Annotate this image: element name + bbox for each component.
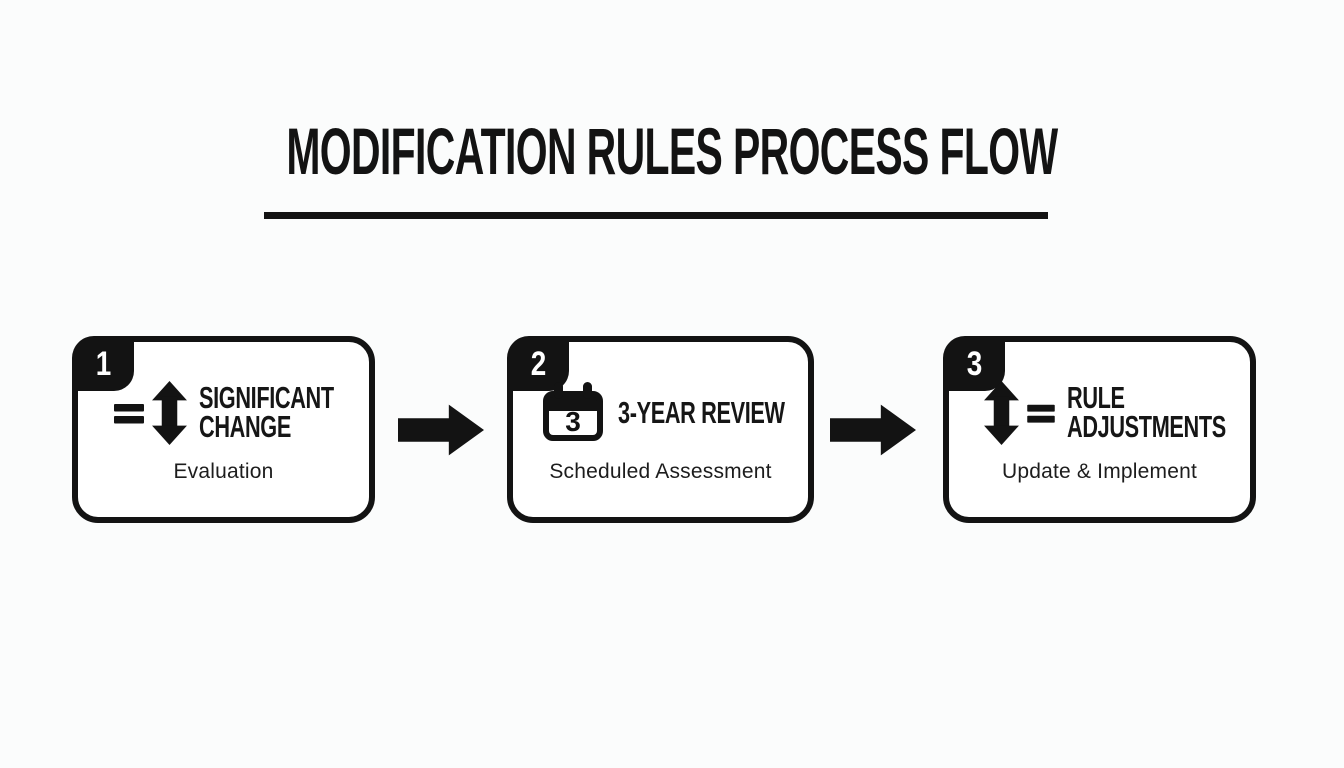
- step-card-3-year-review: 2 3 3-YEAR REVIEW: [507, 336, 814, 523]
- step-number: 1: [95, 344, 111, 383]
- updown-arrow-icon: [984, 381, 1019, 445]
- step-card-body: SIGNIFICANT CHANGE Evaluation: [78, 342, 369, 517]
- step-heading-line2: CHANGE: [199, 409, 291, 444]
- page-title: MODIFICATION RULES PROCESS FLOW: [0, 118, 1344, 184]
- step-heading-line1: SIGNIFICANT: [199, 380, 334, 416]
- step-heading-line1: 3-YEAR REVIEW: [617, 394, 785, 430]
- step-number: 2: [530, 344, 546, 383]
- flow-arrow-icon: [830, 404, 916, 456]
- equals-icon: [1027, 402, 1055, 424]
- step-heading: 3-YEAR REVIEW: [617, 394, 785, 430]
- step-heading: RULE ADJUSTMENTS: [1067, 380, 1226, 444]
- step-number-tab: 1: [72, 336, 134, 391]
- calendar-icon: 3: [540, 381, 606, 445]
- equals-icon: [114, 401, 144, 425]
- step-number-tab: 2: [507, 336, 569, 391]
- page-title-text: MODIFICATION RULES PROCESS FLOW: [286, 114, 1058, 188]
- step-heading-line2: ADJUSTMENTS: [1067, 409, 1226, 444]
- step-icon-row: RULE ADJUSTMENTS: [984, 380, 1226, 445]
- step-subtitle: Scheduled Assessment: [549, 460, 772, 483]
- step-subtitle: Update & Implement: [1001, 460, 1198, 483]
- step-card-significant-change: 1: [72, 336, 375, 523]
- flow-arrow-icon: [398, 404, 484, 456]
- step-icon-row: 3 3-YEAR REVIEW: [540, 381, 785, 445]
- step-heading: SIGNIFICANT CHANGE: [199, 380, 334, 444]
- step-subtitle: Evaluation: [173, 460, 274, 483]
- step-card-rule-adjustments: 3: [943, 336, 1256, 523]
- step-card-body: RULE ADJUSTMENTS Update & Implement: [949, 342, 1250, 517]
- step-number: 3: [966, 344, 982, 383]
- updown-arrow-icon: [152, 381, 187, 445]
- title-underline: [264, 212, 1048, 219]
- step-icon-row: SIGNIFICANT CHANGE: [114, 380, 334, 445]
- calendar-day-number: 3: [565, 406, 581, 437]
- step-card-body: 3 3-YEAR REVIEW Scheduled Assessment: [513, 342, 808, 517]
- step-number-tab: 3: [943, 336, 1005, 391]
- step-heading-line1: RULE: [1067, 380, 1125, 416]
